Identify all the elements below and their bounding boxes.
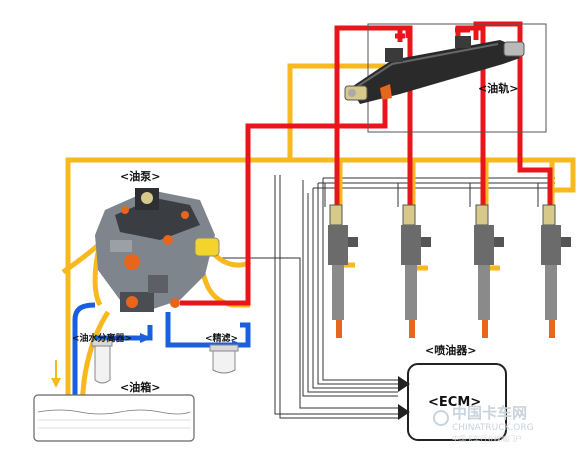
- label-water-separator: <油水分离器>: [72, 332, 132, 344]
- water-separator: [91, 339, 113, 384]
- injector: [541, 204, 571, 338]
- label-injector: <喷油器>: [425, 343, 476, 357]
- injector: [401, 204, 431, 338]
- label-fuel-pump: <油泵>: [120, 169, 160, 183]
- fine-filter: [209, 344, 239, 374]
- ecm-module: [398, 363, 507, 441]
- fuel-rail: [344, 36, 525, 104]
- watermark-name: 中国卡车网: [452, 404, 527, 422]
- label-fuel-tank: <油箱>: [120, 380, 160, 394]
- return-arrow: [51, 360, 61, 388]
- arrow-head: [140, 333, 152, 343]
- watermark-tagline: 中国卡车行业权威门户: [452, 434, 522, 443]
- label-fuel-rail: <油轨>: [478, 81, 518, 95]
- fuel-pump: [95, 188, 220, 312]
- injector: [474, 204, 504, 338]
- fuel-tank: [33, 394, 195, 442]
- watermark: 中国卡车网 CHINATRUCK.ORG 中国卡车行业权威门户: [433, 404, 534, 443]
- high-pressure-lines: [180, 21, 553, 306]
- injector: [328, 204, 358, 338]
- label-fine-filter: <精滤>: [205, 332, 238, 344]
- watermark-domain: CHINATRUCK.ORG: [452, 423, 534, 433]
- label-ecm: <ECM>: [428, 395, 481, 410]
- watermark-logo-icon: [433, 410, 449, 426]
